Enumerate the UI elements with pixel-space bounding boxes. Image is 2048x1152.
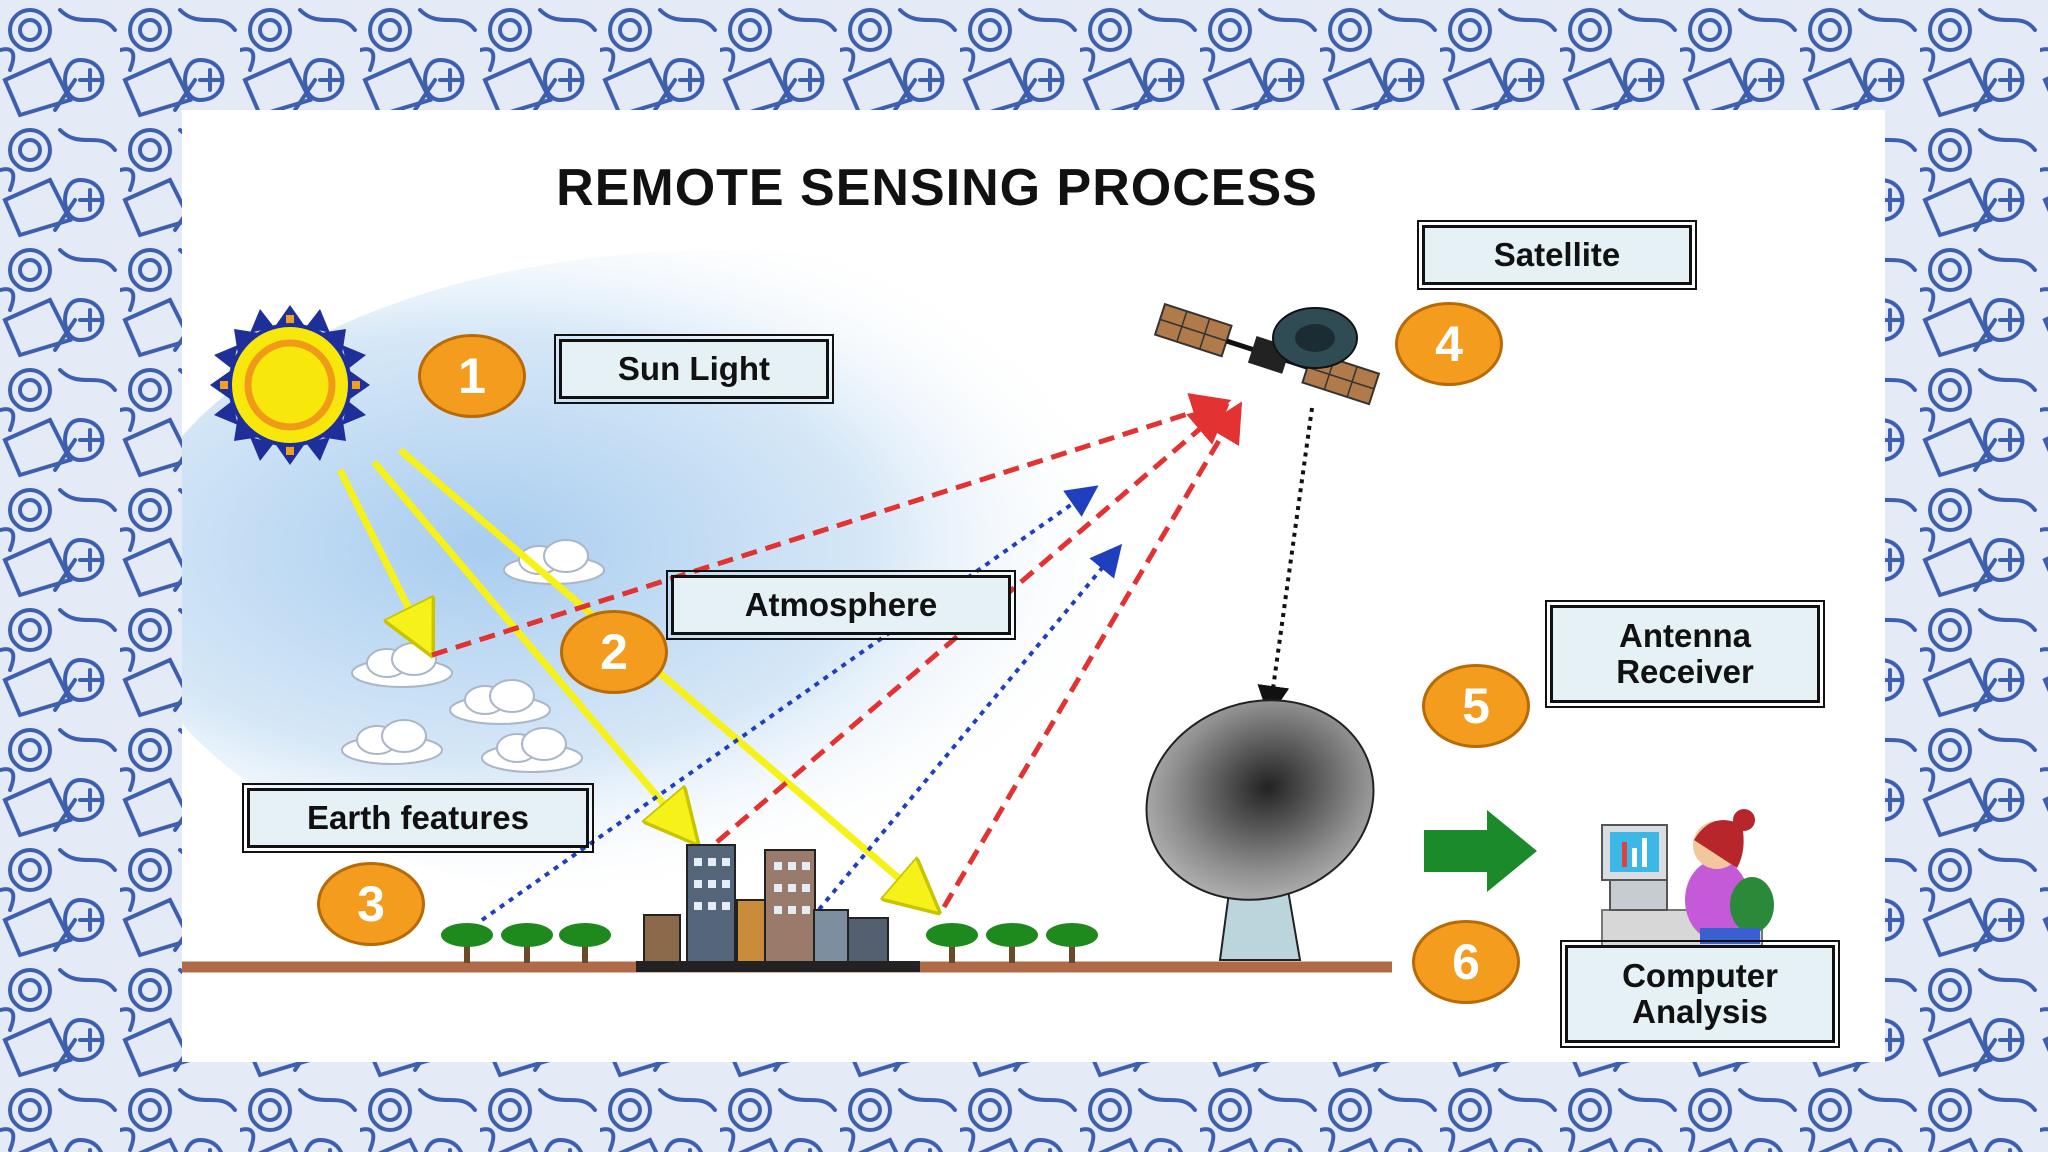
sun-icon [210,305,370,465]
step-5-badge: 5 [1422,664,1530,748]
satellite-icon [1153,302,1381,406]
step-1-label: Sun Light [554,334,834,404]
step-4-badge: 4 [1395,302,1503,386]
arrow-right-icon [1424,810,1537,892]
step-2-label: Atmosphere [666,570,1016,640]
tree-icon [441,923,1098,963]
downlink-arrow [1257,407,1314,718]
step-1-badge: 1 [418,334,526,418]
step-2-badge: 2 [560,610,668,694]
diagram-card: REMOTE SENSING PROCESS 1 Sun Light 2 Atm… [182,110,1885,1062]
sunlight-rays [336,447,930,905]
step-3-badge: 3 [317,862,425,946]
computer-user-icon [1601,809,1774,951]
step-3-label: Earth features [242,783,594,853]
step-6-badge: 6 [1412,920,1520,1004]
step-6-label: Computer Analysis [1560,940,1840,1048]
cloud-icon [341,539,605,773]
antenna-dish-icon [1145,699,1375,961]
building-icon [636,844,920,972]
emitted-energy-arrows [480,485,1123,922]
step-5-label: Antenna Receiver [1545,600,1825,708]
step-4-label: Satellite [1417,220,1697,290]
diagram-title: REMOTE SENSING PROCESS [556,159,1318,217]
